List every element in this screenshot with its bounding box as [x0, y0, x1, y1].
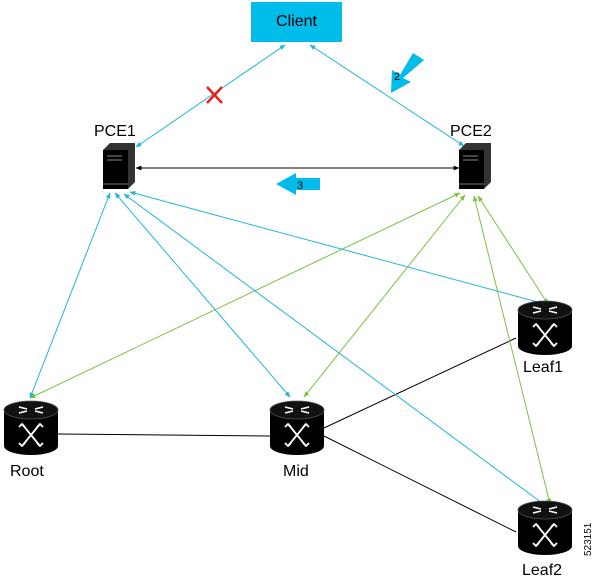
step3-number: 3 [297, 180, 303, 192]
link-pce1-root [29, 192, 111, 399]
link-mid-leaf2 [323, 435, 517, 533]
pce1-server-icon [102, 142, 136, 190]
link-pce1-leaf1 [129, 191, 546, 305]
step2-arrow-icon: 2 [391, 53, 424, 93]
green-links [29, 192, 552, 505]
root-router-icon [3, 400, 59, 456]
leaf2-router-icon [517, 500, 573, 556]
link-client-pce2 [309, 44, 465, 147]
link-pce2-mid [303, 194, 466, 398]
pce2-server-icon [458, 142, 492, 190]
failure-x-icon [206, 86, 223, 104]
leaf2-label: Leaf2 [522, 562, 563, 579]
link-client-pce1 [135, 44, 286, 148]
link-root-mid [57, 433, 271, 437]
leaf1-label: Leaf1 [523, 359, 564, 376]
step3-arrow-icon: 3 [276, 173, 320, 195]
mid-label: Mid [283, 463, 309, 480]
link-pce1-leaf2 [123, 193, 547, 507]
root-label: Root [10, 463, 44, 480]
pce2-label: PCE2 [450, 123, 492, 140]
client-label: Client [276, 13, 317, 30]
link-pce2-leaf1 [477, 195, 549, 305]
link-pce1-mid [114, 192, 291, 398]
client-node: Client [251, 2, 342, 42]
link-mid-leaf1 [323, 337, 517, 429]
blue-links [29, 44, 547, 507]
mid-router-icon [269, 400, 325, 456]
figure-id: 523151 [583, 522, 594, 556]
step2-number: 2 [394, 71, 400, 83]
link-pce2-root [29, 192, 461, 399]
pce1-label: PCE1 [94, 123, 136, 140]
leaf1-router-icon [517, 300, 573, 356]
